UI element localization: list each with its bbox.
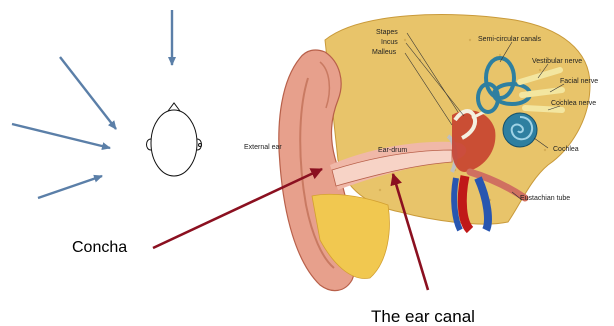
sound-arrow-lower-left <box>38 176 102 198</box>
label-semicircular-canals: Semi-circular canals <box>478 36 542 43</box>
label-cochlea: Cochlea <box>553 146 579 153</box>
head-top-view-icon <box>147 103 202 176</box>
label-malleus: Malleus <box>372 49 397 56</box>
sound-arrows <box>12 10 172 198</box>
label-external-ear: External ear <box>244 144 282 151</box>
ear-anatomy-illustration <box>279 15 590 291</box>
label-stapes: Stapes <box>376 29 398 36</box>
label-incus: Incus <box>381 39 398 46</box>
label-facial-nerve: Facial nerve <box>560 78 598 85</box>
label-ear-canal: The ear canal <box>371 307 475 326</box>
sound-arrow-upper-left <box>60 57 116 129</box>
label-vestibular-nerve: Vestibular nerve <box>532 58 582 65</box>
label-ear-drum: Ear-drum <box>378 147 407 154</box>
label-eustachian-tube: Eustachian tube <box>520 195 570 202</box>
sound-arrow-left <box>12 124 110 148</box>
label-cochlea-nerve: Cochlea nerve <box>551 100 596 107</box>
label-concha: Concha <box>72 239 127 256</box>
